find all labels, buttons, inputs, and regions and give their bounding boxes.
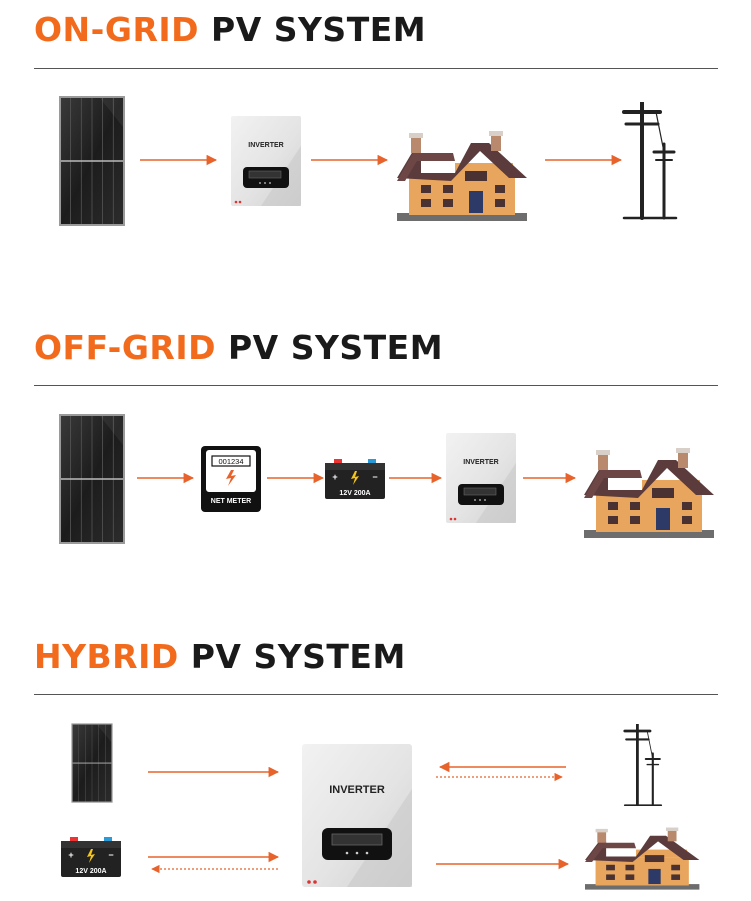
arrow-right-icon bbox=[545, 154, 623, 166]
solar-panel-icon bbox=[71, 723, 113, 803]
off-grid-title-accent: OFF-GRID bbox=[34, 328, 216, 367]
net-meter-icon: 001234 NET METER bbox=[201, 446, 261, 512]
arrow-right-icon bbox=[436, 772, 563, 782]
solar-panel-icon bbox=[59, 414, 125, 544]
hybrid-divider bbox=[34, 694, 718, 695]
arrow-right-icon bbox=[267, 472, 325, 484]
house-icon bbox=[397, 131, 527, 221]
net-meter-label: NET METER bbox=[211, 498, 251, 505]
arrow-right-icon bbox=[140, 154, 218, 166]
house-icon bbox=[584, 448, 714, 538]
arrow-right-icon bbox=[436, 858, 570, 870]
on-grid-divider bbox=[34, 68, 718, 69]
off-grid-divider bbox=[34, 385, 718, 386]
battery-minus: − bbox=[108, 850, 113, 860]
battery-label: 12V 200A bbox=[75, 868, 106, 875]
arrow-left-icon bbox=[151, 864, 278, 874]
meter-digits: 001234 bbox=[218, 457, 243, 466]
inverter-label: INVERTER bbox=[463, 459, 498, 466]
on-grid-title-rest: PV SYSTEM bbox=[211, 10, 427, 49]
arrow-right-icon bbox=[523, 472, 577, 484]
arrow-right-icon bbox=[137, 472, 195, 484]
battery-plus: + bbox=[332, 472, 337, 482]
hybrid-title-accent: HYBRID bbox=[34, 637, 179, 676]
arrow-left-icon bbox=[438, 761, 566, 773]
off-grid-title-rest: PV SYSTEM bbox=[228, 328, 444, 367]
hybrid-title-rest: PV SYSTEM bbox=[190, 637, 406, 676]
inverter-label: INVERTER bbox=[248, 142, 283, 149]
power-pole-icon bbox=[623, 724, 663, 806]
inverter-icon: INVERTER bbox=[302, 744, 412, 887]
arrow-right-icon bbox=[148, 851, 280, 863]
off-grid-title: OFF-GRID PV SYSTEM bbox=[34, 331, 443, 364]
power-pole-icon bbox=[622, 102, 678, 220]
inverter-label: INVERTER bbox=[329, 784, 385, 796]
inverter-icon: INVERTER bbox=[231, 116, 301, 206]
house-icon bbox=[585, 827, 700, 890]
battery-plus: + bbox=[68, 850, 73, 860]
battery-icon: + − 12V 200A bbox=[325, 459, 385, 499]
arrow-right-icon bbox=[311, 154, 389, 166]
inverter-icon: INVERTER bbox=[446, 433, 516, 523]
arrow-right-icon bbox=[148, 766, 280, 778]
battery-minus: − bbox=[372, 472, 377, 482]
battery-label: 12V 200A bbox=[339, 490, 370, 497]
on-grid-title: ON-GRID PV SYSTEM bbox=[34, 13, 426, 46]
solar-panel-icon bbox=[59, 96, 125, 226]
hybrid-title: HYBRID PV SYSTEM bbox=[34, 640, 406, 673]
battery-icon: + − 12V 200A bbox=[61, 837, 121, 877]
arrow-right-icon bbox=[389, 472, 443, 484]
on-grid-title-accent: ON-GRID bbox=[34, 10, 200, 49]
